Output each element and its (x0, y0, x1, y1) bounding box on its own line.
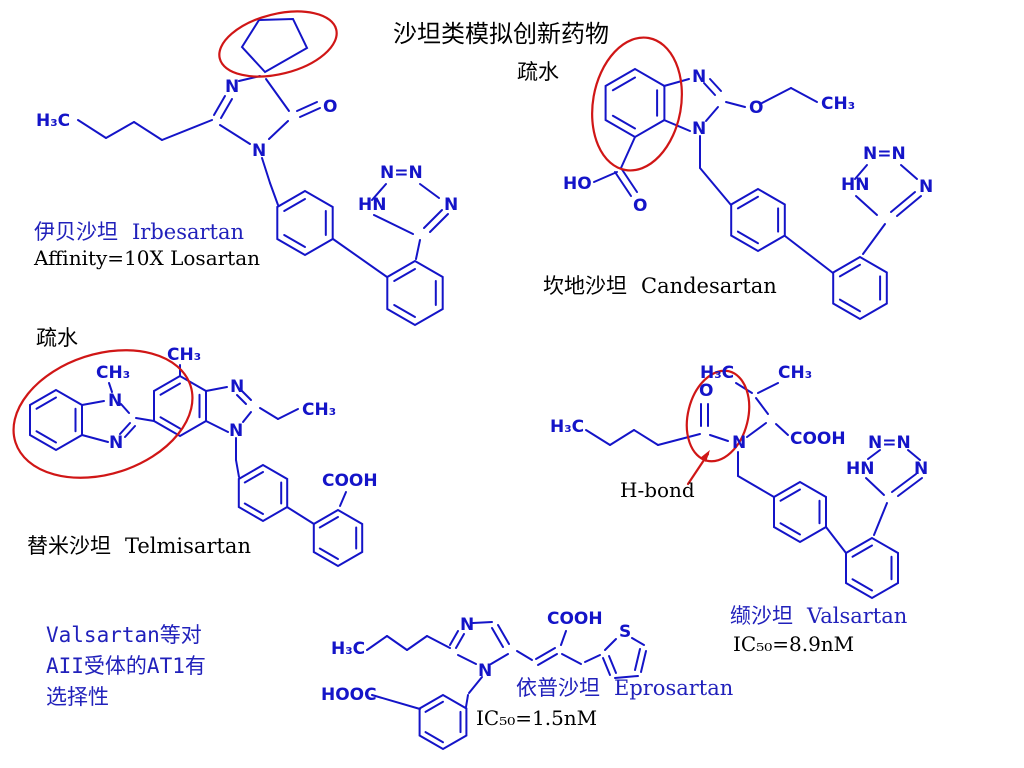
benzene-ring (832, 255, 888, 321)
atom-label-n: N (732, 433, 746, 453)
benzene-ring (276, 189, 334, 257)
benzene-ring (773, 480, 827, 544)
atom-label-n: N (919, 177, 933, 197)
h-bond-highlight-ellipse (685, 369, 751, 463)
h-bond-label: H-bond (620, 478, 695, 502)
valsartan-name-cn: 缬沙坦 (730, 604, 793, 628)
atom-label-n: N (692, 67, 706, 87)
selectivity-note-line1: Valsartan等对 (46, 623, 202, 647)
atom-label-hn: HN (846, 459, 874, 479)
atom-label-hn: HN (358, 195, 386, 215)
candesartan-structure: N N O CH₃ HO O HN N=N N (563, 36, 933, 321)
bonds (366, 621, 647, 710)
hydrophobic-highlight-ellipse (591, 36, 683, 172)
bonds (585, 382, 923, 554)
candesartan-caption: 坎地沙坦 Candesartan (543, 270, 777, 300)
valsartan-caption: 缬沙坦 Valsartan (730, 600, 907, 630)
atom-label-n: N (252, 141, 266, 161)
hydrophobic-label: 疏水 (36, 326, 78, 350)
bonds (593, 78, 922, 274)
h-bond-arrowhead (700, 450, 710, 462)
atom-label-o: O (323, 97, 337, 117)
atom-label-n: N (444, 195, 458, 215)
eprosartan-name-en: Eprosartan (614, 676, 734, 700)
atom-label-h3c: H₃C (36, 111, 70, 131)
telmisartan-name-cn: 替米沙坦 (27, 534, 111, 558)
telmisartan-structure: CH₃ N N CH₃ N N CH₃ COOH (12, 345, 378, 568)
hydrophobic-label: 疏水 (517, 60, 559, 84)
atom-label-hn: HN (841, 175, 869, 195)
benzene-ring (386, 259, 444, 327)
atom-label-n: N (230, 377, 244, 397)
selectivity-note-line3: 选择性 (46, 685, 109, 709)
atom-label-ch3: CH₃ (821, 94, 855, 114)
benzene-ring (845, 536, 899, 600)
atom-label-cooh: COOH (547, 609, 603, 629)
atom-label-cooh: COOH (790, 429, 846, 449)
eprosartan-ic50: IC₅₀=1.5nM (476, 706, 598, 730)
benzene-ring (604, 67, 666, 139)
atom-label-n: N (914, 459, 928, 479)
benzene-ring (730, 187, 786, 253)
atom-label-hooc: HOOC (321, 685, 377, 705)
atom-label-ho: HO (563, 174, 592, 194)
benzene-ring (418, 693, 468, 751)
eprosartan-name-cn: 依普沙坦 (516, 676, 600, 700)
atom-label-n: N (109, 433, 123, 453)
candesartan-name-cn: 坎地沙坦 (543, 274, 627, 298)
atom-label-n: N (225, 77, 239, 97)
valsartan-name-en: Valsartan (807, 604, 908, 628)
irbesartan-affinity-note: Affinity=10X Losartan (34, 246, 261, 270)
irbesartan-name-cn: 伊贝沙坦 (34, 220, 118, 244)
atom-label-n: N (692, 119, 706, 139)
atom-label-h3c: H₃C (550, 417, 584, 437)
atom-label-o: O (633, 196, 647, 216)
atom-label-o: O (749, 98, 763, 118)
irbesartan-caption: 伊贝沙坦 Irbesartan (34, 216, 244, 246)
benzene-ring (153, 374, 207, 438)
hydrophobic-highlight-ellipse (12, 349, 194, 479)
eprosartan-structure: H₃C N N COOH S HOOC (321, 609, 647, 751)
atom-label-nn: N=N (380, 163, 423, 183)
cyclopentane-ring (240, 17, 309, 74)
benzene-ring (29, 388, 83, 452)
atom-label-h3c: H₃C (331, 639, 365, 659)
telmisartan-caption: 替米沙坦 Telmisartan (27, 530, 251, 560)
irbesartan-name-en: Irbesartan (132, 220, 245, 244)
valsartan-structure: H₃C O N H₃C CH₃ COOH N=N HN N (550, 363, 928, 600)
eprosartan-caption: 依普沙坦 Eprosartan (516, 672, 733, 702)
irbesartan-structure: H₃C N N O HN N=N N (36, 10, 458, 327)
atom-label-nn: N=N (863, 144, 906, 164)
selectivity-note-line2: AII受体的AT1有 (46, 654, 206, 678)
spiro-highlight-ellipse (218, 10, 338, 78)
atom-label-ch3: CH₃ (96, 363, 130, 383)
bonds (81, 364, 347, 525)
atom-label-nn: N=N (868, 433, 911, 453)
selectivity-note: Valsartan等对 AII受体的AT1有 选择性 (46, 620, 206, 713)
atom-label-n: N (108, 391, 122, 411)
telmisartan-name-en: Telmisartan (125, 534, 251, 558)
atom-label-ch3: CH₃ (302, 400, 336, 420)
atom-label-ch3: CH₃ (167, 345, 201, 365)
benzene-ring (312, 508, 364, 568)
slide-title: 沙坦类模拟创新药物 (393, 20, 609, 48)
bonds (77, 17, 449, 278)
atom-label-n: N (460, 615, 474, 635)
atom-label-n: N (478, 661, 492, 681)
atom-label-s: S (619, 622, 631, 642)
atom-label-n: N (229, 421, 243, 441)
atom-label-o: O (699, 381, 713, 401)
candesartan-name-en: Candesartan (641, 274, 777, 298)
atom-label-ch3: CH₃ (778, 363, 812, 383)
atom-label-cooh: COOH (322, 471, 378, 491)
benzene-ring (237, 463, 289, 523)
valsartan-ic50: IC₅₀=8.9nM (733, 632, 855, 656)
atom-label-h3c: H₃C (700, 363, 734, 383)
